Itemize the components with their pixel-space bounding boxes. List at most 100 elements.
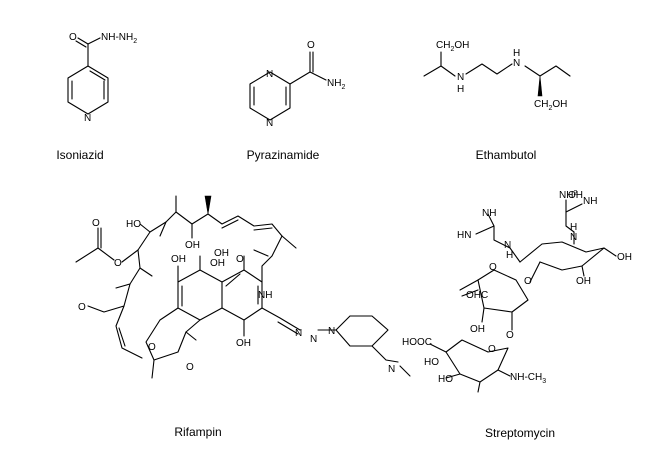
- ethambutol-ch2oh-bottom: CH2OH: [534, 99, 567, 112]
- rifampin-amide-chain: [261, 235, 283, 283]
- isoniazid-co-bond-1: [77, 37, 89, 45]
- rifampin-methyl-wedge: [204, 195, 212, 215]
- ethambutol-structure: CH2OH N H N H CH2OH Ethambutol: [423, 40, 571, 162]
- rifampin-methyl-3: [139, 267, 153, 277]
- pyrazinamide-n2-label: N: [266, 118, 273, 129]
- isoniazid-cn-bond: [87, 37, 101, 45]
- ethambutol-ch2oh-top: CH2OH: [436, 40, 469, 53]
- streptomycin-guanidine-left-chain: [493, 225, 511, 249]
- pyrazinamide-nh2-label: NH2: [327, 78, 345, 91]
- streptomycin-glycoside-1: [529, 261, 541, 283]
- rifampin-caption: Rifampin: [174, 425, 221, 439]
- streptomycin-ohc: OHC: [466, 290, 488, 301]
- rifampin-ansa-double: [253, 227, 273, 231]
- rifampin-methyl-lower: [151, 359, 155, 379]
- rifampin-imine-double: [277, 321, 299, 335]
- rifampin-n-hydrazone: N: [310, 334, 317, 345]
- streptomycin-guanidine-top-chain: [565, 211, 575, 233]
- rifampin-ansa-double-2: [221, 219, 239, 229]
- rifampin-ansa-chain: [137, 211, 297, 251]
- rifampin-piperazine-n: [371, 345, 399, 363]
- rifampin-structure: HO OH O OH OH O NH O O O O OH OH N N N N…: [75, 195, 411, 439]
- isoniazid-hydrazide-label: NH-NH2: [101, 32, 137, 45]
- streptomycin-oh-bond-1: [603, 247, 617, 257]
- streptomycin-o-ring-3: O: [488, 344, 496, 355]
- rifampin-n-methyl: [399, 365, 411, 377]
- streptomycin-oh-3: OH: [470, 324, 485, 335]
- ethambutol-bridge: [465, 63, 513, 75]
- pyrazinamide-o-label: O: [307, 40, 315, 51]
- ethambutol-h2-label: H: [513, 48, 520, 59]
- streptomycin-o-link-1: O: [524, 276, 532, 287]
- streptomycin-oh-2: OH: [576, 276, 591, 287]
- ethambutol-wedge-bond: [537, 75, 543, 97]
- streptomycin-n-top: N: [570, 232, 577, 243]
- streptomycin-oh-bond-3: [481, 307, 485, 323]
- streptomycin-ohc-bond: [461, 289, 479, 297]
- streptomycin-left-hn: HN: [457, 230, 471, 241]
- pyrazinamide-cn-bond: [309, 71, 327, 81]
- isoniazid-structure: O NH-NH2 N Isoniazid: [56, 32, 137, 162]
- ethambutol-right-chain: [524, 65, 571, 77]
- streptomycin-oh-1: OH: [617, 252, 632, 263]
- isoniazid-ring-double-3: [89, 70, 106, 81]
- rifampin-piperazine: [335, 315, 389, 347]
- rifampin-n-piperazine-1: N: [328, 326, 335, 337]
- rifampin-oh-label-5: OH: [236, 338, 251, 349]
- rifampin-o-ester: O: [114, 258, 122, 269]
- streptomycin-structure: OHNH2 NH HN NH N H N H OH OH O OHC O OH …: [402, 190, 632, 440]
- ethambutol-n1-label: N: [457, 72, 464, 83]
- rifampin-o-acetyl: O: [92, 218, 100, 229]
- streptomycin-guanidine-left-link: [509, 247, 521, 263]
- streptomycin-n-left: N: [504, 240, 511, 251]
- streptomycin-h-top: H: [570, 222, 577, 233]
- rifampin-ketone: [185, 331, 197, 341]
- rifampin-acetyl-chain: [75, 247, 115, 263]
- rifampin-ring-a: [177, 269, 223, 321]
- rifampin-amide-co: [253, 249, 269, 257]
- rifampin-imine-chain: [261, 307, 301, 331]
- streptomycin-ring-glucosamine: [445, 339, 509, 383]
- streptomycin-cooh-bond: [429, 343, 447, 353]
- isoniazid-o-label: O: [69, 32, 77, 43]
- ethambutol-h1-label: H: [457, 84, 464, 95]
- streptomycin-ho-bond-2: [477, 381, 481, 393]
- rifampin-oh-label-1: OH: [185, 240, 200, 251]
- rifampin-methyl-2: [115, 283, 131, 289]
- rifampin-o-ketone: O: [186, 362, 194, 373]
- streptomycin-ring-streptidine: [519, 241, 605, 271]
- rifampin-methyl-4: [159, 221, 167, 237]
- rifampin-oh-label-2: OH: [171, 254, 186, 265]
- pyrazinamide-structure: O NH2 N N Pyrazinamide: [247, 40, 346, 162]
- ethambutol-n2-label: N: [513, 58, 520, 69]
- rifampin-methoxy: [87, 305, 125, 313]
- streptomycin-oh-bond-2: [581, 265, 585, 277]
- pyrazinamide-n1-label: N: [266, 69, 273, 80]
- rifampin-nh-label: NH: [258, 290, 272, 301]
- isoniazid-caption: Isoniazid: [56, 148, 103, 162]
- ethambutol-left-chain: [423, 65, 456, 77]
- rifampin-ho-label: HO: [126, 219, 141, 230]
- rifampin-o-methoxy: O: [78, 302, 86, 313]
- ethambutol-caption: Ethambutol: [476, 148, 537, 162]
- streptomycin-ho-1: HO: [424, 357, 439, 368]
- streptomycin-nh-ch3: NH-CH3: [510, 372, 546, 385]
- streptomycin-guanidine-left-nh: [475, 225, 495, 235]
- streptomycin-top-nh: NH: [583, 196, 597, 207]
- streptomycin-methyl-streptose: [459, 279, 479, 291]
- isoniazid-ring-bonds: [67, 65, 109, 115]
- streptomycin-ho-2: HO: [438, 374, 453, 385]
- streptomycin-o-ring-1: O: [489, 262, 497, 273]
- isoniazid-co-bond-2: [75, 40, 87, 48]
- isoniazid-n-label: N: [84, 113, 91, 124]
- rifampin-n-imine: N: [295, 328, 302, 339]
- rifampin-ester-o: [121, 249, 139, 263]
- rifampin-o-furan: O: [148, 342, 156, 353]
- rifampin-ring-b-double: [225, 273, 241, 287]
- streptomycin-guanidine-top-nh: [565, 203, 583, 213]
- streptomycin-hooc: HOOC: [402, 337, 432, 348]
- rifampin-o-amide: O: [236, 254, 244, 265]
- streptomycin-nh-bond: [497, 369, 511, 377]
